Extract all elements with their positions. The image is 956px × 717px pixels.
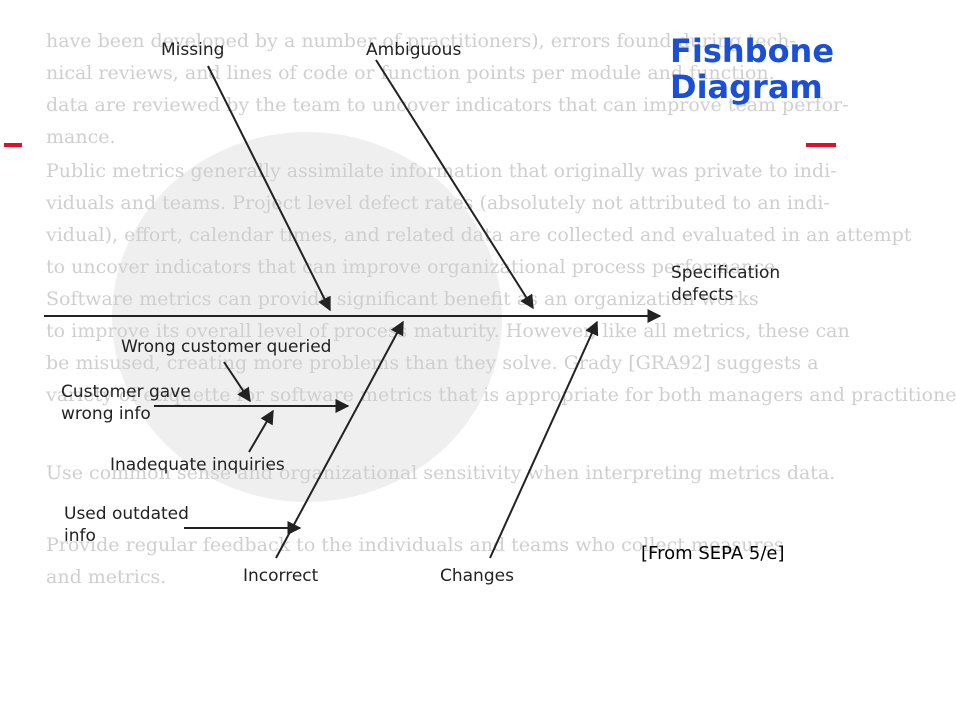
bone-missing — [207, 65, 331, 312]
slide-title-line: Fishbone — [670, 32, 835, 70]
cause-label-missing: Missing — [161, 40, 225, 60]
sub-arrow-inadequate-inquiries — [248, 409, 274, 453]
effect-label-line: defects — [671, 284, 734, 305]
slide-title-line: Diagram — [670, 67, 823, 106]
subcause-label-used-outdated-info: Used outdated info — [64, 504, 189, 548]
slide-title: Fishbone Diagram — [670, 32, 870, 106]
subcause-label-line: wrong info — [61, 403, 151, 424]
effect-label-line: Specification — [671, 263, 781, 283]
subcause-label-line: info — [64, 525, 96, 546]
subcause-label-line: Used outdated — [64, 504, 189, 524]
source-note: [From SEPA 5/e] — [641, 543, 785, 564]
effect-label: Specification defects — [671, 263, 780, 307]
accent-mark-right — [806, 143, 836, 147]
subcause-label-customer-gave-wrong-info: Customer gave wrong info — [61, 382, 191, 426]
cause-label-changes: Changes — [440, 566, 514, 586]
cause-label-ambiguous: Ambiguous — [366, 40, 462, 60]
cause-label-incorrect: Incorrect — [243, 566, 319, 586]
bone-changes — [489, 320, 599, 559]
subcause-label-line: Customer gave — [61, 382, 191, 402]
subcause-label-wrong-customer-queried: Wrong customer queried — [121, 337, 332, 357]
sub-arrow-wrong-customer-queried — [223, 361, 251, 403]
accent-mark-left — [4, 143, 22, 147]
bone-ambiguous — [375, 59, 534, 310]
subcause-label-inadequate-inquiries: Inadequate inquiries — [110, 455, 285, 475]
bone-incorrect — [275, 320, 404, 559]
